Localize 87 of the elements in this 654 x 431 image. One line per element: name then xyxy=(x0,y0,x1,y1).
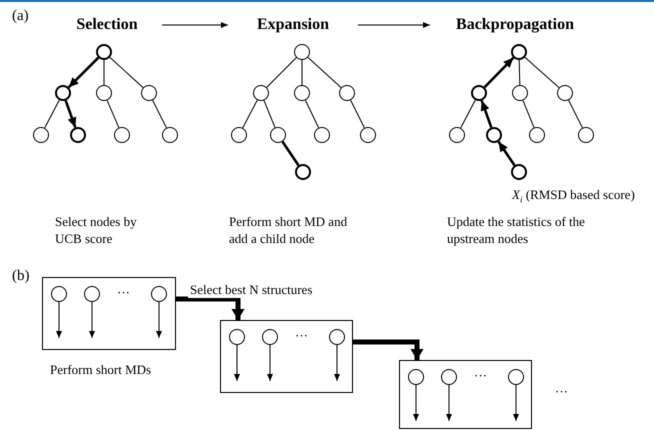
tree-node-circle xyxy=(294,85,310,101)
arrow xyxy=(497,140,516,166)
tree-node-circle xyxy=(96,85,112,101)
step-title: Expansion xyxy=(228,15,358,35)
tree-node-circle xyxy=(70,127,86,143)
step-title: Backpropagation xyxy=(430,15,600,35)
tree-link xyxy=(568,100,583,128)
batch-box xyxy=(42,277,176,350)
step-caption: Select nodes by UCB score xyxy=(55,213,138,247)
tree-node-circle xyxy=(141,85,157,101)
tree-node-circle xyxy=(449,127,465,143)
ellipsis: ··· xyxy=(117,284,130,301)
tree-link xyxy=(152,100,167,128)
arrow xyxy=(513,384,519,422)
tree-link xyxy=(522,100,534,128)
ellipsis: ··· xyxy=(555,383,568,400)
tree-link xyxy=(266,57,297,88)
structure-circle xyxy=(51,286,67,302)
arrow xyxy=(446,384,452,422)
tree-node-circle xyxy=(253,85,269,101)
ellipsis: ··· xyxy=(474,367,487,384)
arrow xyxy=(334,344,340,382)
tree-link xyxy=(307,56,342,88)
batch-box xyxy=(399,360,532,429)
tree-node-circle xyxy=(231,127,247,143)
tree-link xyxy=(264,100,276,128)
tree-node-circle xyxy=(294,44,310,60)
tree-node-circle xyxy=(512,85,528,101)
tree-link xyxy=(350,100,365,128)
tree-link xyxy=(109,56,144,88)
box-caption: Perform short MDs xyxy=(50,361,152,378)
arrow xyxy=(156,302,162,338)
step-caption: Perform short MD and add a child node xyxy=(229,213,348,247)
arrow xyxy=(413,384,419,422)
arrow xyxy=(56,302,62,338)
tree-link xyxy=(524,56,560,88)
tree-node-circle xyxy=(511,164,527,180)
step-title: Selection xyxy=(52,15,162,35)
tree-node-circle xyxy=(314,127,330,143)
structure-circle xyxy=(441,369,457,385)
tree-link xyxy=(518,60,520,86)
tree-node-circle xyxy=(557,85,573,101)
batch-box xyxy=(220,320,353,393)
tree-node-circle xyxy=(33,127,49,143)
edge-label: Select best N structures xyxy=(188,282,314,298)
arrow xyxy=(176,296,244,320)
arrow xyxy=(358,22,430,28)
structure-circle xyxy=(229,329,245,345)
tree-node-circle xyxy=(578,127,594,143)
tree-node-circle xyxy=(162,127,178,143)
tree-node-circle xyxy=(55,85,71,101)
tree-node-circle xyxy=(529,127,545,143)
arrow xyxy=(162,22,228,28)
tree-node-circle xyxy=(295,164,311,180)
step-caption: Update the statistics of the upstream nodes xyxy=(447,213,586,247)
tree-node-circle xyxy=(114,127,130,143)
panel-label: (a) xyxy=(12,8,29,25)
tree-link xyxy=(281,140,300,166)
structure-circle xyxy=(508,369,524,385)
tree-node-circle xyxy=(96,44,112,60)
panel-label: (b) xyxy=(12,268,30,285)
tree-link xyxy=(304,100,320,128)
structure-circle xyxy=(408,369,424,385)
structure-circle xyxy=(151,286,167,302)
arrow xyxy=(234,344,240,382)
tree-link xyxy=(44,100,60,128)
arrow xyxy=(484,56,514,88)
structure-circle xyxy=(84,286,100,302)
structure-circle xyxy=(262,329,278,345)
arrow xyxy=(68,56,100,88)
structure-circle xyxy=(329,329,345,345)
tree-link xyxy=(460,100,476,128)
tree-node-circle xyxy=(471,85,487,101)
tree-node-circle xyxy=(270,127,286,143)
arrow xyxy=(89,302,95,338)
score-label: X$_{i}$ (RMSD based score) xyxy=(512,186,635,207)
arrow xyxy=(64,100,77,128)
tree-node-circle xyxy=(511,44,527,60)
tree-node-circle xyxy=(486,127,502,143)
ellipsis: ··· xyxy=(295,327,308,344)
tree-node-circle xyxy=(339,85,355,101)
tree-link xyxy=(106,100,120,128)
arrow xyxy=(267,344,273,382)
arrow xyxy=(480,100,493,128)
tree-node-circle xyxy=(360,127,376,143)
arrow xyxy=(353,340,424,360)
tree-link xyxy=(242,100,258,128)
